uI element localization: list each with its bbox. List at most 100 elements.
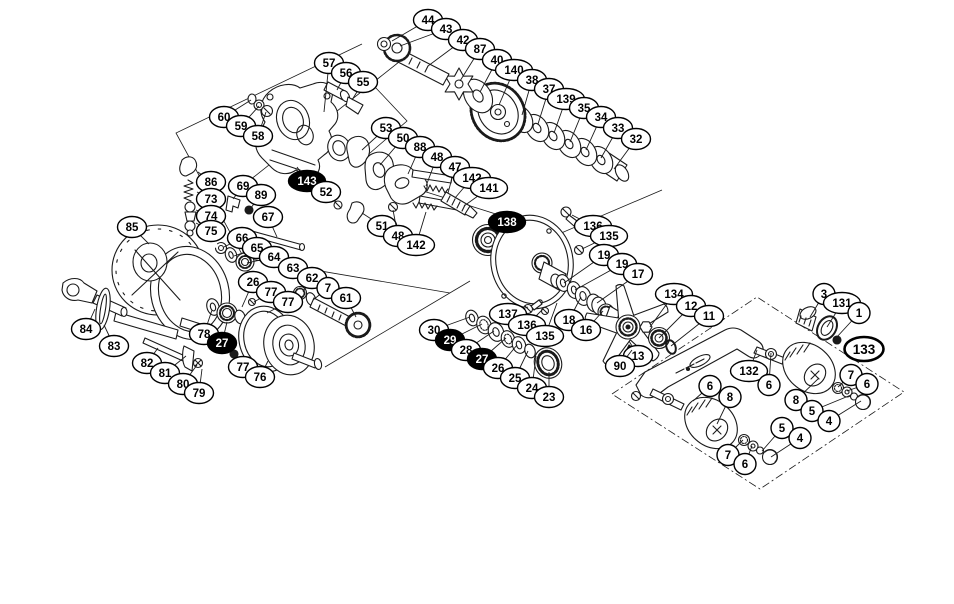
svg-text:67: 67 xyxy=(262,212,275,224)
svg-text:140: 140 xyxy=(504,65,523,77)
svg-text:1: 1 xyxy=(856,308,863,320)
pawl xyxy=(346,201,365,224)
svg-text:131: 131 xyxy=(832,298,852,310)
part-label-142-30: 142 xyxy=(396,211,436,257)
svg-text:34: 34 xyxy=(595,112,608,124)
handle-assembly xyxy=(630,306,872,466)
svg-text:64: 64 xyxy=(268,252,281,264)
svg-text:12: 12 xyxy=(685,301,698,313)
nut xyxy=(639,321,653,333)
svg-text:55: 55 xyxy=(357,77,370,89)
svg-text:81: 81 xyxy=(159,368,172,380)
spring xyxy=(423,184,449,194)
svg-text:26: 26 xyxy=(247,277,260,289)
svg-text:135: 135 xyxy=(535,331,555,343)
coil-spring xyxy=(183,179,194,202)
part-label-33-11: 33 xyxy=(600,116,634,159)
drive-gear-stack xyxy=(376,33,630,182)
svg-text:60: 60 xyxy=(218,112,231,124)
svg-text:43: 43 xyxy=(440,24,453,36)
crank-arm xyxy=(635,327,764,399)
part-labels: 4443428740140383713935343332575655605958… xyxy=(70,8,885,476)
svg-text:7: 7 xyxy=(725,450,731,462)
svg-text:42: 42 xyxy=(457,35,470,47)
svg-text:5: 5 xyxy=(779,423,786,435)
part-label-135-70: 135 xyxy=(525,302,565,348)
part-label-6-97: 6 xyxy=(733,445,757,476)
svg-text:33: 33 xyxy=(612,123,625,135)
svg-text:52: 52 xyxy=(320,187,333,199)
svg-text:11: 11 xyxy=(703,311,716,323)
svg-text:73: 73 xyxy=(205,194,218,206)
part-label-135-72: 135 xyxy=(581,224,629,250)
svg-text:53: 53 xyxy=(380,123,393,135)
cap-screw xyxy=(832,335,842,345)
part-label-27-57: 27 xyxy=(206,321,238,355)
svg-text:77: 77 xyxy=(237,362,250,374)
svg-text:17: 17 xyxy=(632,269,645,281)
svg-text:32: 32 xyxy=(630,134,643,146)
part-label-8-95: 8 xyxy=(716,385,742,425)
part-label-141-25: 141 xyxy=(463,176,509,207)
svg-text:5: 5 xyxy=(809,406,816,418)
clicker-stack xyxy=(179,156,198,237)
part-label-75-35: 75 xyxy=(195,219,227,243)
svg-text:142: 142 xyxy=(406,240,425,252)
svg-text:88: 88 xyxy=(414,142,427,154)
part-label-85-46: 85 xyxy=(116,215,150,245)
svg-text:61: 61 xyxy=(340,293,353,305)
svg-text:6: 6 xyxy=(766,380,772,392)
pinion-assembly xyxy=(292,285,372,339)
threaded-stud xyxy=(440,191,471,216)
svg-text:6: 6 xyxy=(742,459,748,471)
svg-text:79: 79 xyxy=(193,388,206,400)
svg-text:4: 4 xyxy=(826,416,833,428)
clicker-bracket xyxy=(225,195,254,215)
part-label-132-87: 132 xyxy=(729,349,769,383)
part-label-90-82: 90 xyxy=(604,349,636,378)
svg-text:82: 82 xyxy=(141,358,154,370)
svg-text:89: 89 xyxy=(255,190,268,202)
handle-nut-cap xyxy=(795,306,842,345)
cast-control-stack xyxy=(465,309,563,379)
screw-trio xyxy=(247,93,274,118)
svg-text:48: 48 xyxy=(431,152,444,164)
part-label-76-59: 76 xyxy=(244,360,276,389)
spring xyxy=(412,201,438,211)
part-label-6-94: 6 xyxy=(692,374,722,402)
svg-text:59: 59 xyxy=(235,121,248,133)
part-label-8-91: 8 xyxy=(784,377,820,412)
svg-text:19: 19 xyxy=(598,250,611,262)
svg-text:44: 44 xyxy=(422,15,435,27)
retainer-clip xyxy=(665,339,677,355)
clutch-plates xyxy=(327,134,478,224)
svg-text:75: 75 xyxy=(205,226,218,238)
svg-text:8: 8 xyxy=(793,395,800,407)
spool xyxy=(238,305,323,376)
svg-text:7: 7 xyxy=(848,370,854,382)
svg-text:7: 7 xyxy=(325,283,331,295)
part-label-133-86: 133 xyxy=(843,335,885,363)
part-label-89-37: 89 xyxy=(245,183,277,210)
svg-text:69: 69 xyxy=(237,181,250,193)
part-label-23-67: 23 xyxy=(533,372,565,409)
svg-text:13: 13 xyxy=(632,351,645,363)
part-label-43-1: 43 xyxy=(399,17,462,47)
svg-text:58: 58 xyxy=(252,131,265,143)
svg-text:25: 25 xyxy=(509,373,522,385)
part-label-55-15: 55 xyxy=(347,70,379,101)
part-label-44-0: 44 xyxy=(391,8,444,42)
svg-text:90: 90 xyxy=(614,361,627,373)
part-label-32-12: 32 xyxy=(613,127,652,170)
svg-text:4: 4 xyxy=(797,433,804,445)
svg-text:16: 16 xyxy=(580,325,593,337)
svg-text:56: 56 xyxy=(340,68,353,80)
part-label-52-27: 52 xyxy=(310,180,342,204)
svg-text:135: 135 xyxy=(599,231,619,243)
svg-text:6: 6 xyxy=(864,379,870,391)
svg-text:85: 85 xyxy=(126,222,139,234)
part-label-61-45: 61 xyxy=(330,286,362,318)
svg-text:77: 77 xyxy=(265,287,278,299)
svg-text:138: 138 xyxy=(497,217,517,229)
part-label-84-50: 84 xyxy=(70,308,102,341)
